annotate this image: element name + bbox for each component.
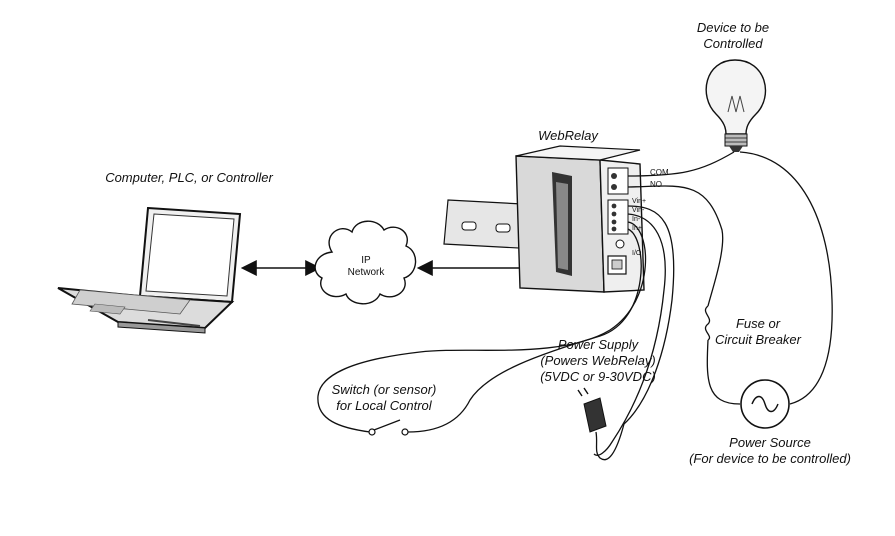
light-bulb-icon: [705, 59, 767, 152]
power-supply-label-line2: (Powers WebRelay): [540, 353, 656, 368]
wire-fuse-source: [706, 339, 741, 405]
fuse-label: Fuse or Circuit Breaker: [715, 316, 801, 348]
power-source-label-line2: (For device to be controlled): [689, 451, 851, 466]
ac-power-source-icon: [740, 379, 790, 429]
device-label-line2: Controlled: [703, 36, 763, 51]
wire-bulb-source: [739, 151, 833, 405]
power-source-label-line1: Power Source: [729, 435, 811, 450]
terminal-io-label: I/O: [632, 250, 642, 257]
switch-icon: [368, 419, 409, 436]
power-supply-label-line1: Power Supply: [557, 337, 639, 352]
fuse-label-line1: Fuse or: [735, 316, 781, 331]
power-supply-label: Power Supply (Powers WebRelay) (5VDC or …: [540, 337, 656, 385]
device-label: Device to be Controlled: [697, 20, 769, 52]
switch-label-line2: for Local Control: [336, 398, 432, 413]
network-label-line1: IP: [361, 255, 371, 266]
network-label: IP Network: [348, 255, 385, 279]
laptop-icon: [57, 206, 242, 334]
terminal-vin-minus-label: Vin-: [632, 207, 645, 214]
device-label-line1: Device to be: [696, 20, 770, 35]
power-source-label: Power Source (For device to be controlle…: [689, 435, 851, 467]
fuse-label-line2: Circuit Breaker: [715, 332, 801, 347]
terminal-vin-plus-label: Vin+: [632, 198, 647, 205]
wire-vin-plus: [623, 205, 675, 425]
switch-label: Switch (or sensor) for Local Control: [332, 382, 437, 414]
network-cloud-icon: [314, 220, 417, 305]
terminal-no-label: NO: [650, 180, 662, 189]
wire-in-plus: [407, 228, 642, 433]
terminal-in-minus-label: In-: [632, 216, 641, 223]
wire-vin-minus: [593, 213, 666, 456]
fuse-icon: [704, 305, 711, 341]
wire-com: [627, 151, 735, 177]
power-supply-label-line3: (5VDC or 9-30VDC): [540, 369, 656, 384]
terminal-in-plus-label: In+: [632, 225, 642, 232]
switch-label-line1: Switch (or sensor): [331, 382, 437, 397]
wire-in-minus: [317, 221, 647, 433]
webrelay-label: WebRelay: [538, 128, 598, 143]
webrelay-device: [443, 145, 645, 293]
wire-no: [627, 185, 724, 307]
network-label-line2: Network: [347, 267, 385, 278]
terminal-com-label: COM: [650, 168, 669, 177]
computer-label: Computer, PLC, or Controller: [105, 170, 273, 185]
power-adapter-icon: [577, 387, 625, 461]
